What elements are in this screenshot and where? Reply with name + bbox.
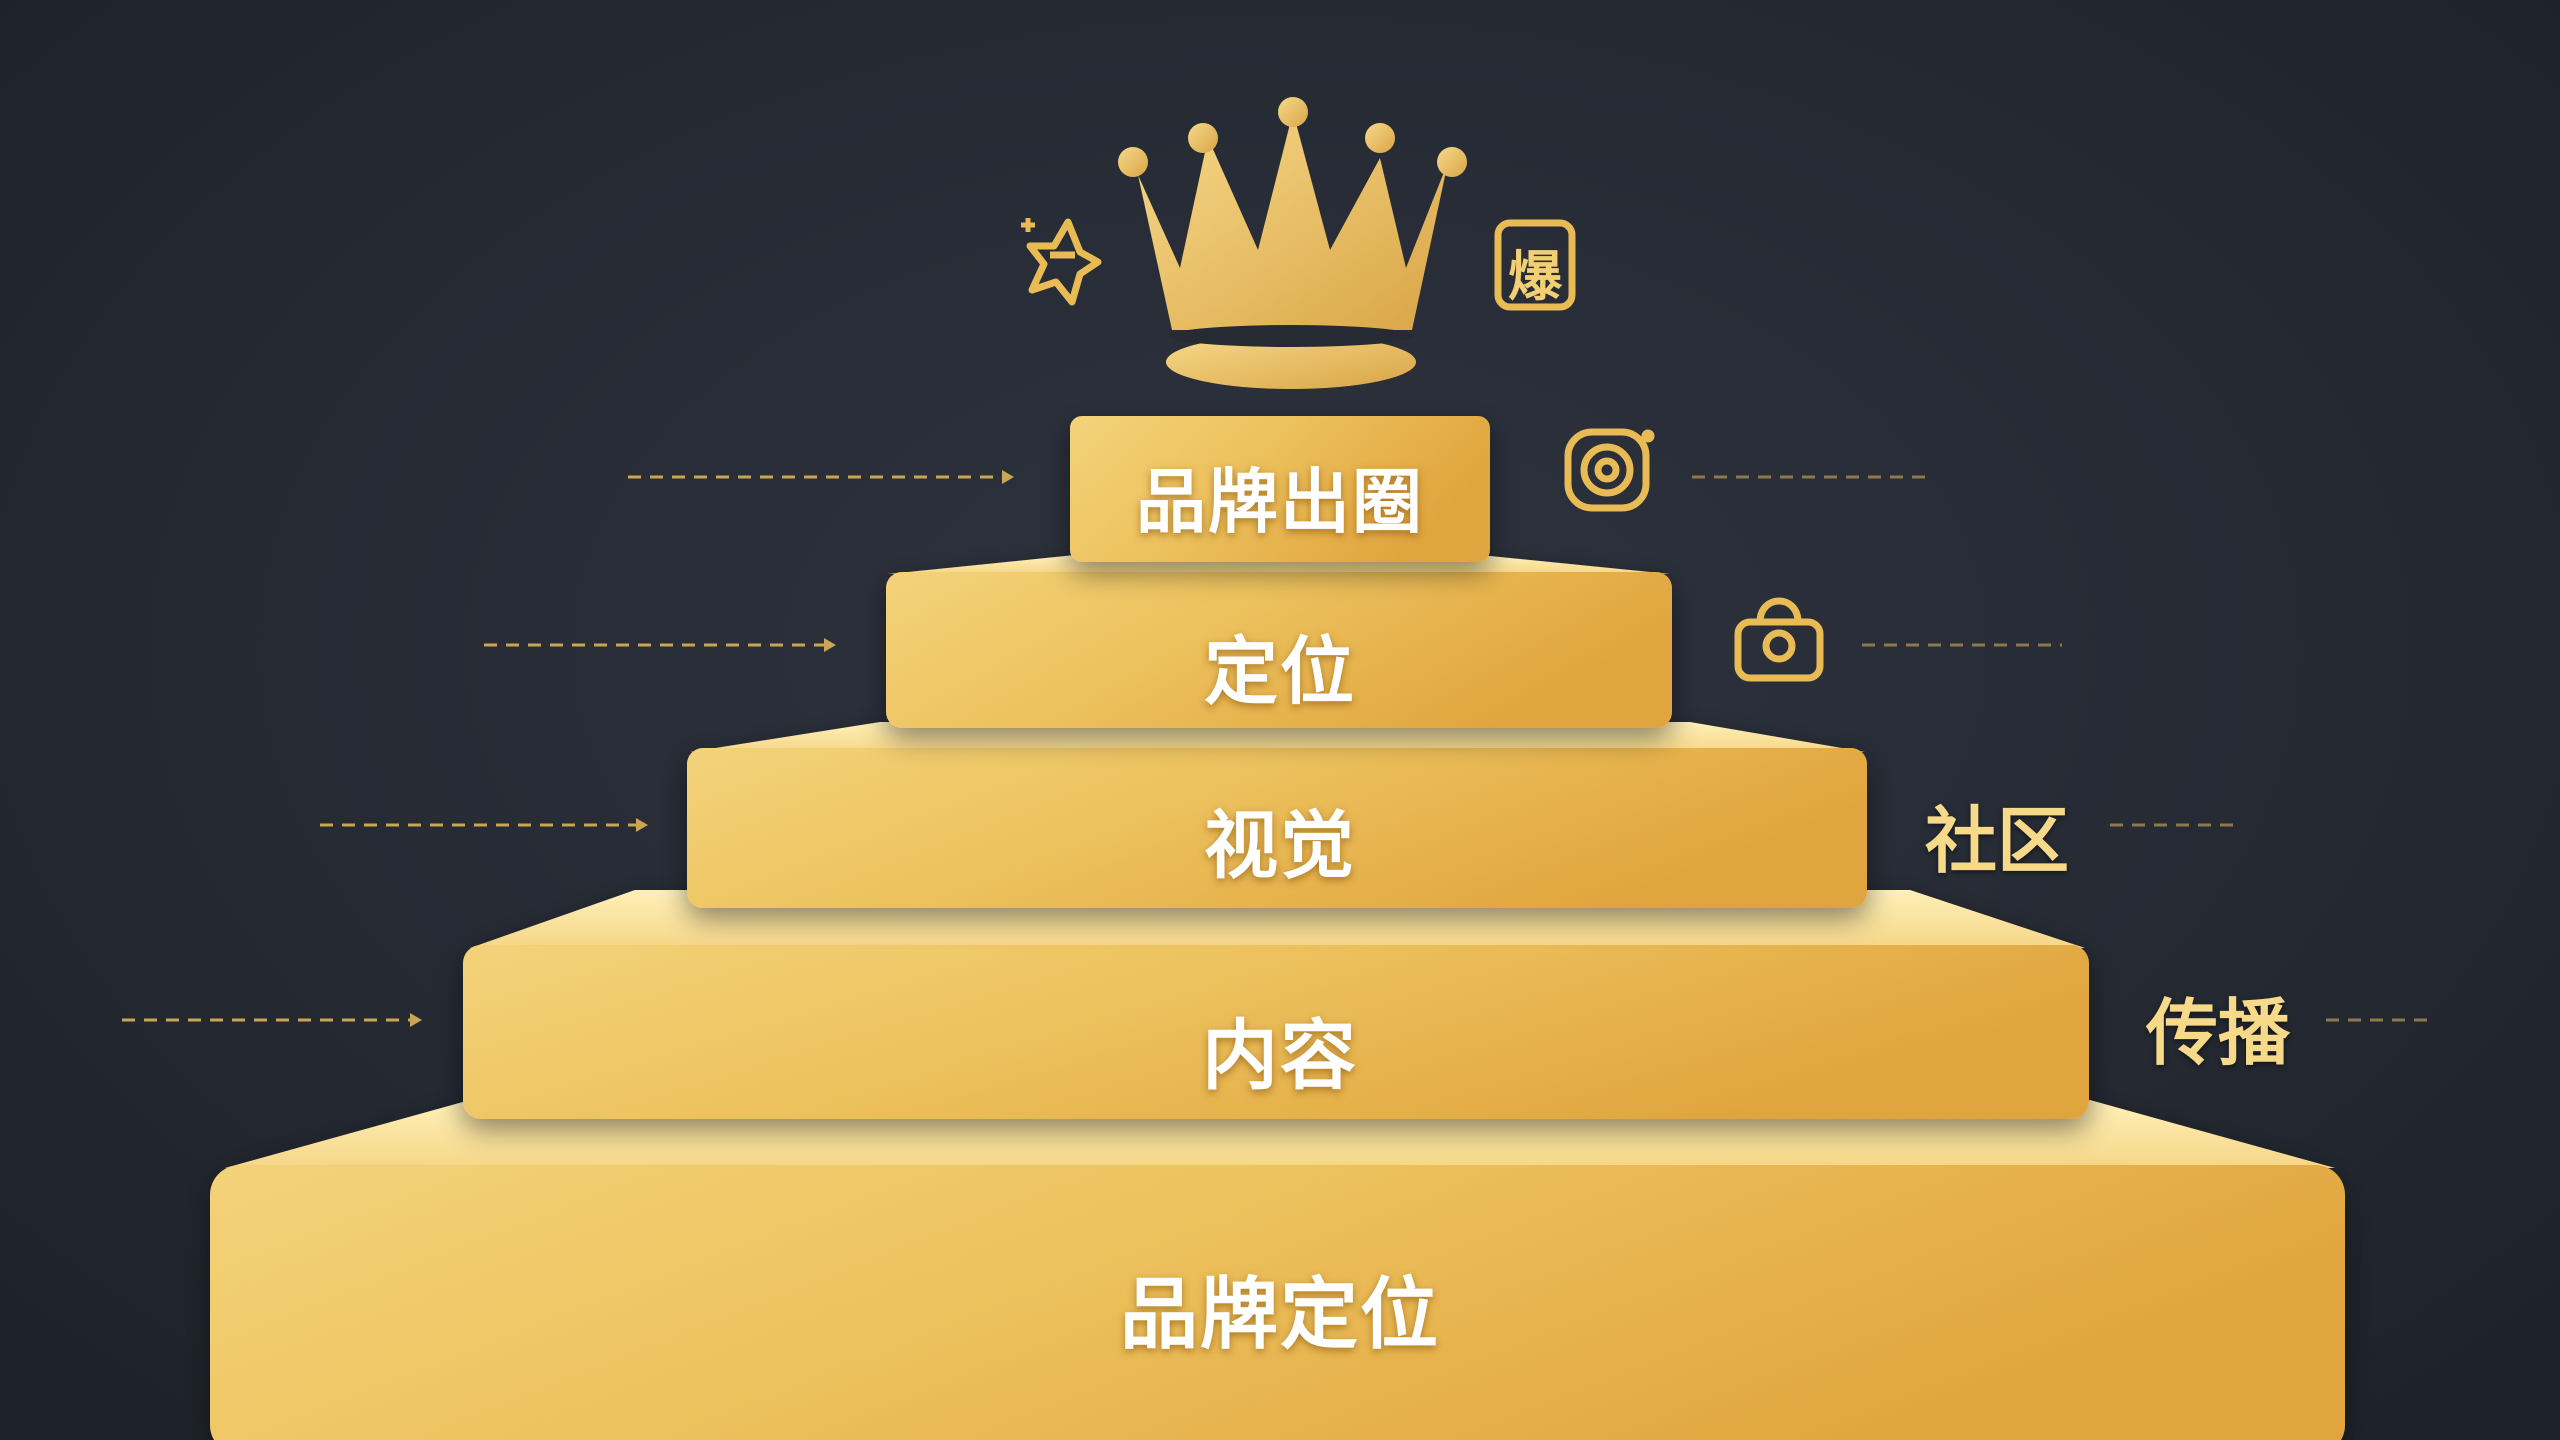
tier-base-brand-positioning: [210, 1100, 2345, 1440]
shopping-bag-icon: [1734, 597, 1824, 682]
side-label-spread: 传播: [2146, 991, 2291, 1075]
explosion-badge-icon: [1494, 219, 1576, 311]
tier-visual: [687, 722, 1867, 908]
right-guide-lines: [1692, 475, 2430, 1022]
tier-label-brand-breakout: 品牌出圈: [1136, 461, 1424, 543]
crown-icon: [1118, 97, 1467, 389]
tier-label-visual: 视觉: [1204, 803, 1356, 889]
left-guide-lines: [122, 475, 1006, 1022]
side-label-community: 社区: [1925, 799, 2070, 883]
tier-label-content: 内容: [1202, 1011, 1358, 1100]
sparkle-star-icon: [1021, 218, 1102, 306]
explosion-badge-text: 爆: [1508, 245, 1562, 308]
left-guide-arrows: [410, 470, 1014, 1027]
tier-label-positioning: 定位: [1204, 629, 1356, 715]
tier-brand-breakout: [1070, 416, 1490, 562]
instagram-camera-icon: [1564, 428, 1655, 512]
tier-label-brand-positioning: 品牌定位: [1119, 1270, 1440, 1360]
tier-positioning: [886, 555, 1672, 728]
